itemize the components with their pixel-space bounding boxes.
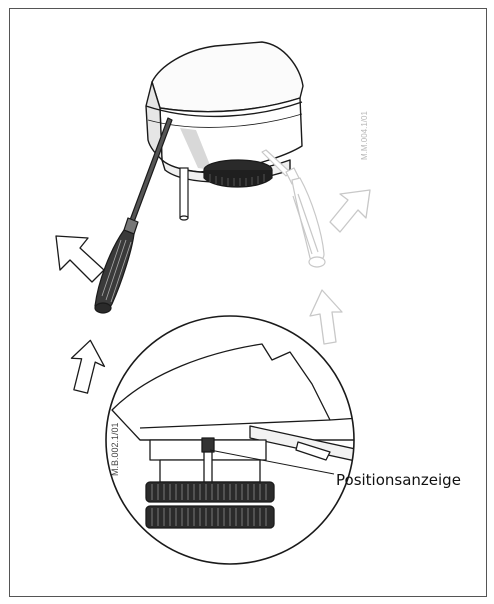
callout-leader-line [209,449,335,475]
detail-circle-outline [105,315,355,565]
detail-view [105,315,355,565]
position-indicator-label: Positionsanzeige [336,471,461,489]
arrow-up-right-icon-faded [329,189,371,233]
coupling-wheel [203,159,273,188]
screwdriver-faded [261,149,326,268]
screwdriver-dark [94,117,173,314]
arrow-up-icon-faded [309,289,343,345]
detail-drawing-code: M.B.002.1/01 [110,422,120,476]
mounting-posts [179,167,189,221]
top-drawing-code: M.M.004.1/01 [360,111,369,160]
arrow-up-icon-left [70,339,106,394]
arrow-up-left-icon [55,235,105,283]
diagram-border [9,8,487,597]
